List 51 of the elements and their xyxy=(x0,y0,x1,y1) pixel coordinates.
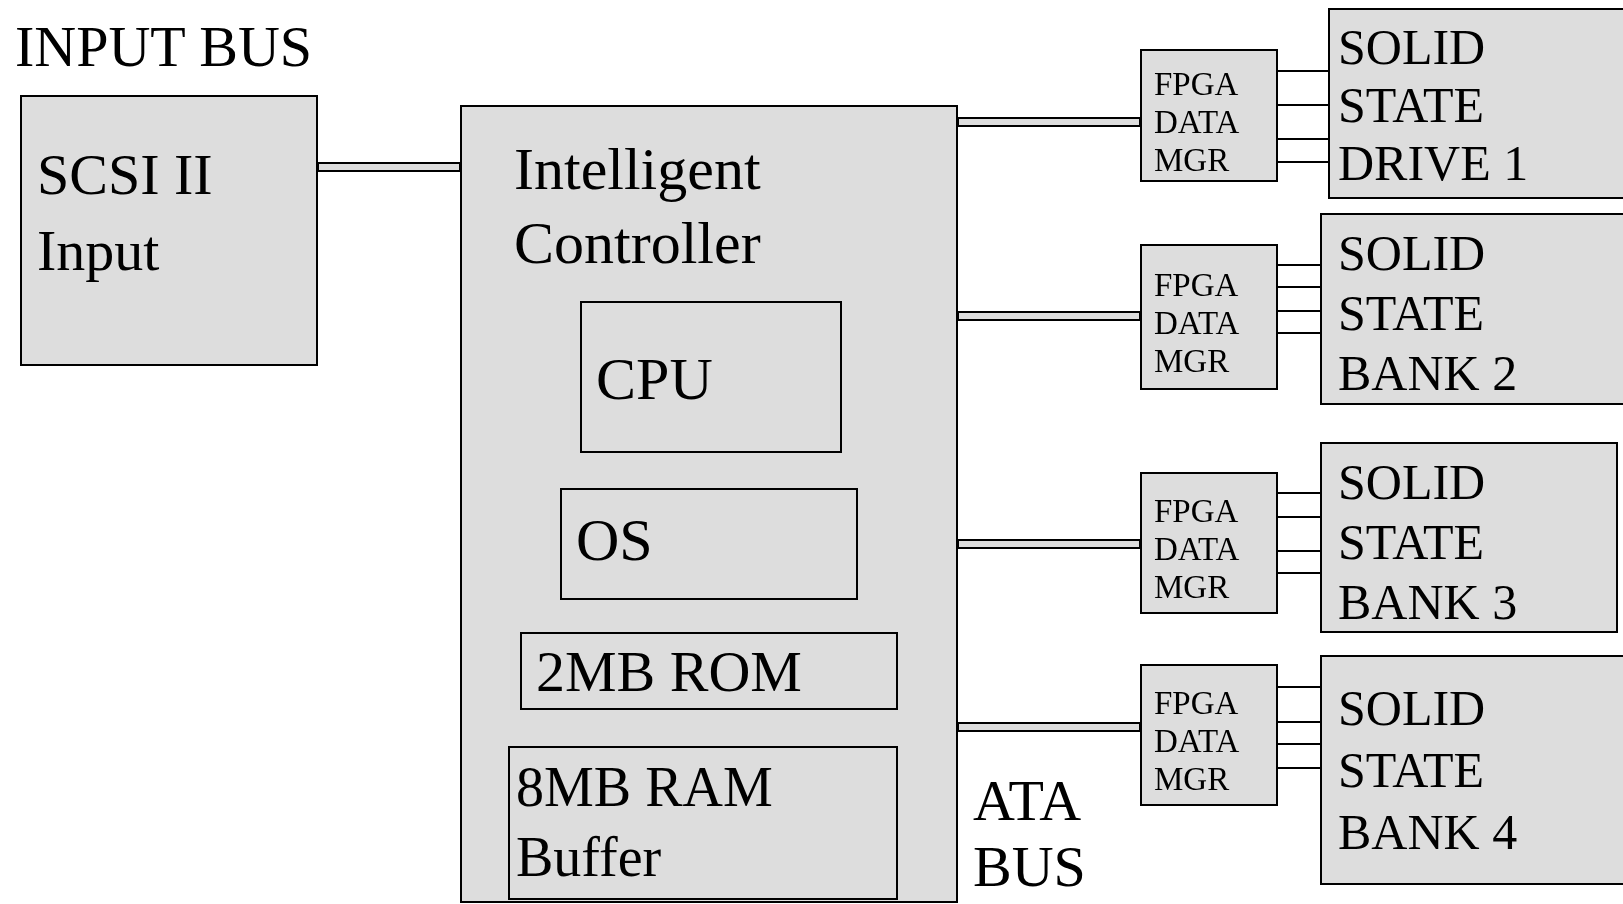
bus-connector xyxy=(957,311,1141,321)
drive-box xyxy=(1320,213,1623,405)
box-label: OS xyxy=(576,506,654,575)
fpga-box xyxy=(1140,664,1278,806)
box-label: 8MB RAM Buffer xyxy=(516,755,774,890)
fpga-box xyxy=(1140,472,1278,614)
bus-label: INPUT BUS xyxy=(15,14,314,80)
controller-box xyxy=(460,105,958,903)
signal-line xyxy=(1277,310,1321,312)
signal-line xyxy=(1277,138,1329,140)
drive-box xyxy=(1328,8,1623,199)
signal-line xyxy=(1277,104,1329,106)
bus-label: ATA BUS xyxy=(973,768,1087,900)
drive-box xyxy=(1320,655,1623,885)
bus-connector xyxy=(957,722,1141,732)
signal-line xyxy=(1277,516,1321,518)
box-label: SCSI II Input xyxy=(37,141,214,285)
bus-connector xyxy=(957,117,1141,127)
signal-line xyxy=(1277,492,1321,494)
fpga-box xyxy=(1140,244,1278,390)
drive-box xyxy=(1320,442,1618,633)
signal-line xyxy=(1277,550,1321,552)
box-label: FPGA DATA MGR xyxy=(1154,266,1240,380)
bus-connector xyxy=(957,539,1141,549)
box-label: FPGA DATA MGR xyxy=(1154,492,1240,606)
fpga-box xyxy=(1140,49,1278,182)
signal-line xyxy=(1277,743,1321,745)
box-label: SOLID STATE BANK 4 xyxy=(1338,679,1519,862)
box-label: FPGA DATA MGR xyxy=(1154,684,1240,798)
signal-line xyxy=(1277,264,1321,266)
bus-connector xyxy=(317,162,461,172)
signal-line xyxy=(1277,332,1321,334)
box-label: CPU xyxy=(596,345,714,414)
rom-box xyxy=(520,632,898,710)
box-label: Intelligent Controller xyxy=(514,135,762,278)
box-label: SOLID STATE BANK 3 xyxy=(1338,453,1519,632)
io-box xyxy=(20,95,318,366)
signal-line xyxy=(1277,767,1321,769)
box-label: 2MB ROM xyxy=(536,638,803,706)
signal-line xyxy=(1277,686,1321,688)
signal-line xyxy=(1277,721,1321,723)
os-box xyxy=(560,488,858,600)
ram-box xyxy=(508,746,898,900)
box-label: FPGA DATA MGR xyxy=(1154,65,1240,179)
signal-line xyxy=(1277,572,1321,574)
signal-line xyxy=(1277,286,1321,288)
box-label: SOLID STATE DRIVE 1 xyxy=(1338,18,1530,192)
signal-line xyxy=(1277,161,1329,163)
signal-line xyxy=(1277,70,1329,72)
cpu-box xyxy=(580,301,842,453)
box-label: SOLID STATE BANK 2 xyxy=(1338,224,1519,403)
